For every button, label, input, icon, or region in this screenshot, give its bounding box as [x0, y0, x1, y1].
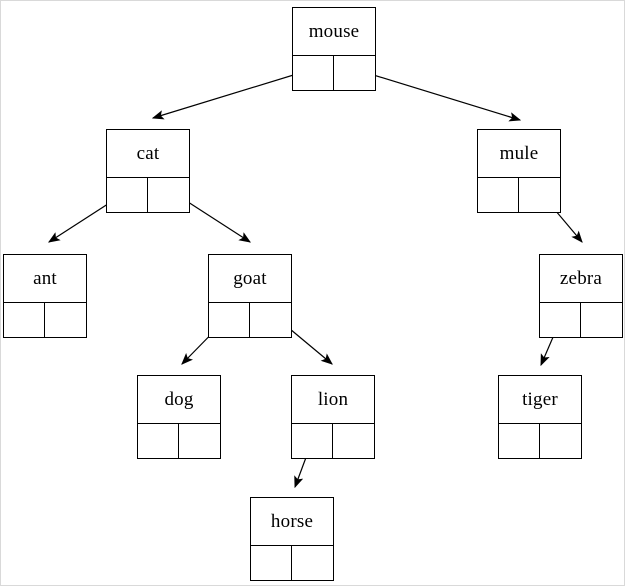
tree-node-mouse: mouse	[292, 7, 376, 91]
tree-node-label: horse	[251, 498, 333, 546]
right-pointer-cell	[333, 424, 374, 458]
right-pointer-cell	[179, 424, 220, 458]
left-pointer-cell	[499, 424, 540, 458]
tree-node-label: lion	[292, 376, 374, 424]
right-pointer-cell	[45, 303, 86, 337]
right-pointer-cell	[519, 178, 560, 212]
left-pointer-cell	[292, 424, 333, 458]
tree-node-label: dog	[138, 376, 220, 424]
tree-node-cat: cat	[106, 129, 190, 213]
tree-node-pointers	[209, 303, 291, 337]
tree-node-tiger: tiger	[498, 375, 582, 459]
tree-node-pointers	[499, 424, 581, 458]
tree-node-ant: ant	[3, 254, 87, 338]
edge-mouse-to-mule	[353, 68, 522, 122]
edge-mouse-to-cat	[151, 68, 314, 120]
tree-node-pointers	[4, 303, 86, 337]
left-pointer-cell	[540, 303, 581, 337]
right-pointer-cell	[250, 303, 291, 337]
tree-node-label: tiger	[499, 376, 581, 424]
tree-node-label: mouse	[293, 8, 375, 56]
right-pointer-cell	[581, 303, 622, 337]
tree-node-pointers	[293, 56, 375, 90]
tree-node-label: cat	[107, 130, 189, 178]
tree-node-label: zebra	[540, 255, 622, 303]
right-pointer-cell	[334, 56, 375, 90]
tree-node-zebra: zebra	[539, 254, 623, 338]
tree-node-pointers	[540, 303, 622, 337]
tree-node-pointers	[107, 178, 189, 212]
right-pointer-cell	[292, 546, 333, 580]
tree-node-label: ant	[4, 255, 86, 303]
right-pointer-cell	[540, 424, 581, 458]
left-pointer-cell	[4, 303, 45, 337]
left-pointer-cell	[251, 546, 292, 580]
tree-node-pointers	[478, 178, 560, 212]
tree-node-pointers	[292, 424, 374, 458]
left-pointer-cell	[138, 424, 179, 458]
tree-node-pointers	[251, 546, 333, 580]
left-pointer-cell	[478, 178, 519, 212]
tree-node-dog: dog	[137, 375, 221, 459]
right-pointer-cell	[148, 178, 189, 212]
tree-node-goat: goat	[208, 254, 292, 338]
tree-node-horse: horse	[250, 497, 334, 581]
tree-node-mule: mule	[477, 129, 561, 213]
tree-node-label: goat	[209, 255, 291, 303]
left-pointer-cell	[293, 56, 334, 90]
left-pointer-cell	[209, 303, 250, 337]
left-pointer-cell	[107, 178, 148, 212]
tree-node-lion: lion	[291, 375, 375, 459]
tree-node-pointers	[138, 424, 220, 458]
tree-node-label: mule	[478, 130, 560, 178]
